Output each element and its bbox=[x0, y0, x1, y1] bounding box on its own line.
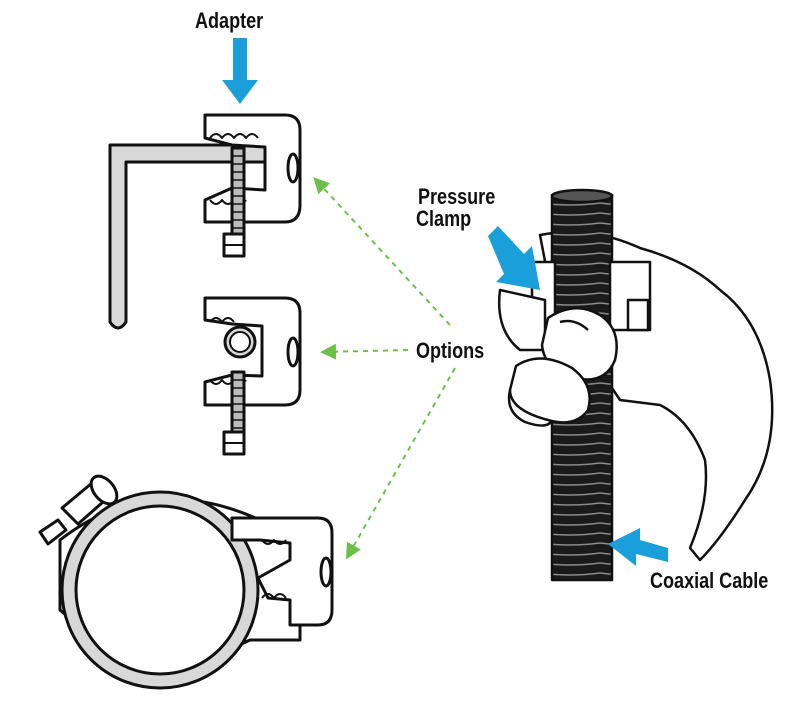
pressure-clamp-label-line1: Pressure bbox=[418, 184, 496, 209]
option-pointers bbox=[313, 177, 456, 560]
callout-arrows bbox=[222, 38, 668, 566]
beam-clamp-option bbox=[203, 296, 302, 456]
adapter-label: Adapter bbox=[195, 8, 264, 33]
pipe-clamp-option bbox=[38, 474, 334, 690]
pointer-to-beam-clamp bbox=[320, 343, 409, 360]
coaxial-cable-label: Coaxial Cable bbox=[650, 568, 769, 593]
pointer-to-adapter bbox=[313, 177, 451, 326]
options-label: Options bbox=[416, 338, 485, 363]
adapter-clamp-body bbox=[203, 113, 302, 224]
arrow-diagonal-icon bbox=[488, 226, 540, 290]
pipe-inner bbox=[74, 504, 246, 676]
fingers bbox=[508, 357, 591, 424]
pointer-to-pipe-clamp bbox=[346, 367, 456, 560]
pressure-clamp-label-line2: Clamp bbox=[416, 206, 472, 231]
arrow-down-icon bbox=[222, 38, 258, 104]
pressure-clamp-label: Pressure Clamp bbox=[416, 184, 512, 231]
coaxial-cable-assembly bbox=[498, 188, 774, 582]
angle-bracket bbox=[108, 143, 272, 330]
adapter-on-angle-bracket bbox=[108, 113, 302, 330]
arrow-left-icon bbox=[608, 528, 668, 566]
pipe-clamp-body bbox=[230, 516, 334, 627]
